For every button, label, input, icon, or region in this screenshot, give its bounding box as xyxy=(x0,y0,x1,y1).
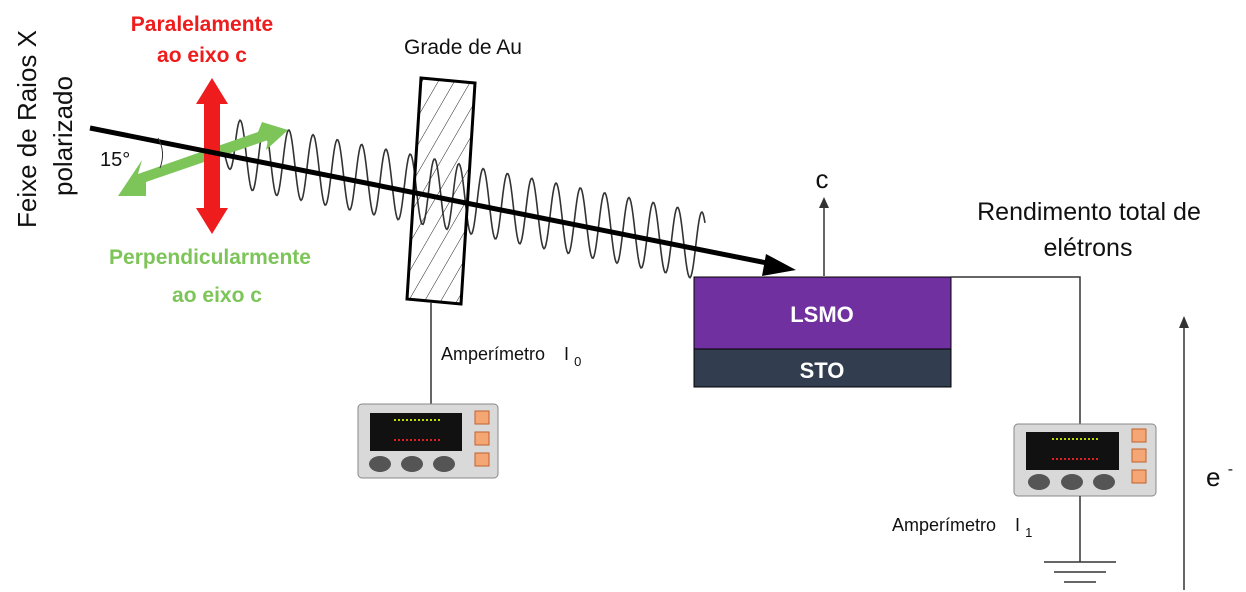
ammeter0-display xyxy=(370,413,462,451)
c-axis-arrow xyxy=(819,197,829,276)
grid-label: Grade de Au xyxy=(404,36,522,59)
ammeter1-display xyxy=(1026,432,1119,470)
yield-label-line1: Rendimento total de xyxy=(977,198,1201,226)
xray-beam xyxy=(89,125,796,276)
ammeter1 xyxy=(1013,423,1157,497)
ammeter0-button xyxy=(474,431,490,446)
ammeter1-label: Amperímetro I 1 xyxy=(892,515,1032,540)
angle-arc xyxy=(157,137,164,169)
ammeter1-subscript: 1 xyxy=(1025,525,1032,540)
ground-symbol xyxy=(1044,496,1116,583)
lsmo-label: LSMO xyxy=(790,302,854,327)
perpendicular-label-line2: ao eixo c xyxy=(172,284,262,307)
beam-label: Feixe de Raios X polarizado xyxy=(12,30,78,228)
perpendicular-label-line1: Perpendicularmente xyxy=(109,246,311,269)
electron-symbol: e xyxy=(1206,462,1220,492)
ammeter1-symbol: I xyxy=(1015,515,1020,535)
ammeter0-knob xyxy=(401,456,423,472)
ammeter1-knob xyxy=(1028,474,1050,490)
beam-label-line1: Feixe de Raios X xyxy=(12,30,42,228)
electron-yield-arrow xyxy=(1179,316,1189,590)
perpendicular-polarization-arrow xyxy=(118,122,288,196)
c-axis-label: c xyxy=(816,164,829,194)
au-grid xyxy=(405,76,477,306)
ammeter0-label-text: Amperímetro xyxy=(441,344,545,364)
sample-wire xyxy=(951,276,1081,424)
ammeter0-button xyxy=(474,452,490,467)
ammeter1-button xyxy=(1131,428,1147,443)
ammeter0-button xyxy=(474,410,490,425)
ammeter1-knob xyxy=(1093,474,1115,490)
ammeter0-symbol: I xyxy=(564,344,569,364)
ammeter0-label: Amperímetro I 0 xyxy=(441,344,581,369)
parallel-polarization-arrow xyxy=(196,78,228,234)
angle-label: 15° xyxy=(100,149,130,171)
lsmo-layer xyxy=(693,276,952,350)
ammeter1-button xyxy=(1131,448,1147,463)
electron-superscript: - xyxy=(1228,461,1233,478)
parallel-label-line2: ao eixo c xyxy=(157,44,247,67)
sto-layer xyxy=(693,348,952,388)
beam-label-line2: polarizado xyxy=(48,76,78,196)
ammeter1-label-text: Amperímetro xyxy=(892,515,996,535)
sto-label: STO xyxy=(800,358,845,383)
ammeter0-subscript: 0 xyxy=(574,354,581,369)
ammeter0-knob xyxy=(369,456,391,472)
ammeter0 xyxy=(357,403,499,479)
yield-label-line2: elétrons xyxy=(1044,234,1133,262)
parallel-label-line1: Paralelamente xyxy=(131,13,273,36)
sample: LSMO STO xyxy=(693,276,952,388)
ammeter0-knob xyxy=(433,456,455,472)
ammeter1-knob xyxy=(1061,474,1083,490)
ammeter1-button xyxy=(1131,469,1147,484)
electron-label: e - xyxy=(1206,461,1233,492)
